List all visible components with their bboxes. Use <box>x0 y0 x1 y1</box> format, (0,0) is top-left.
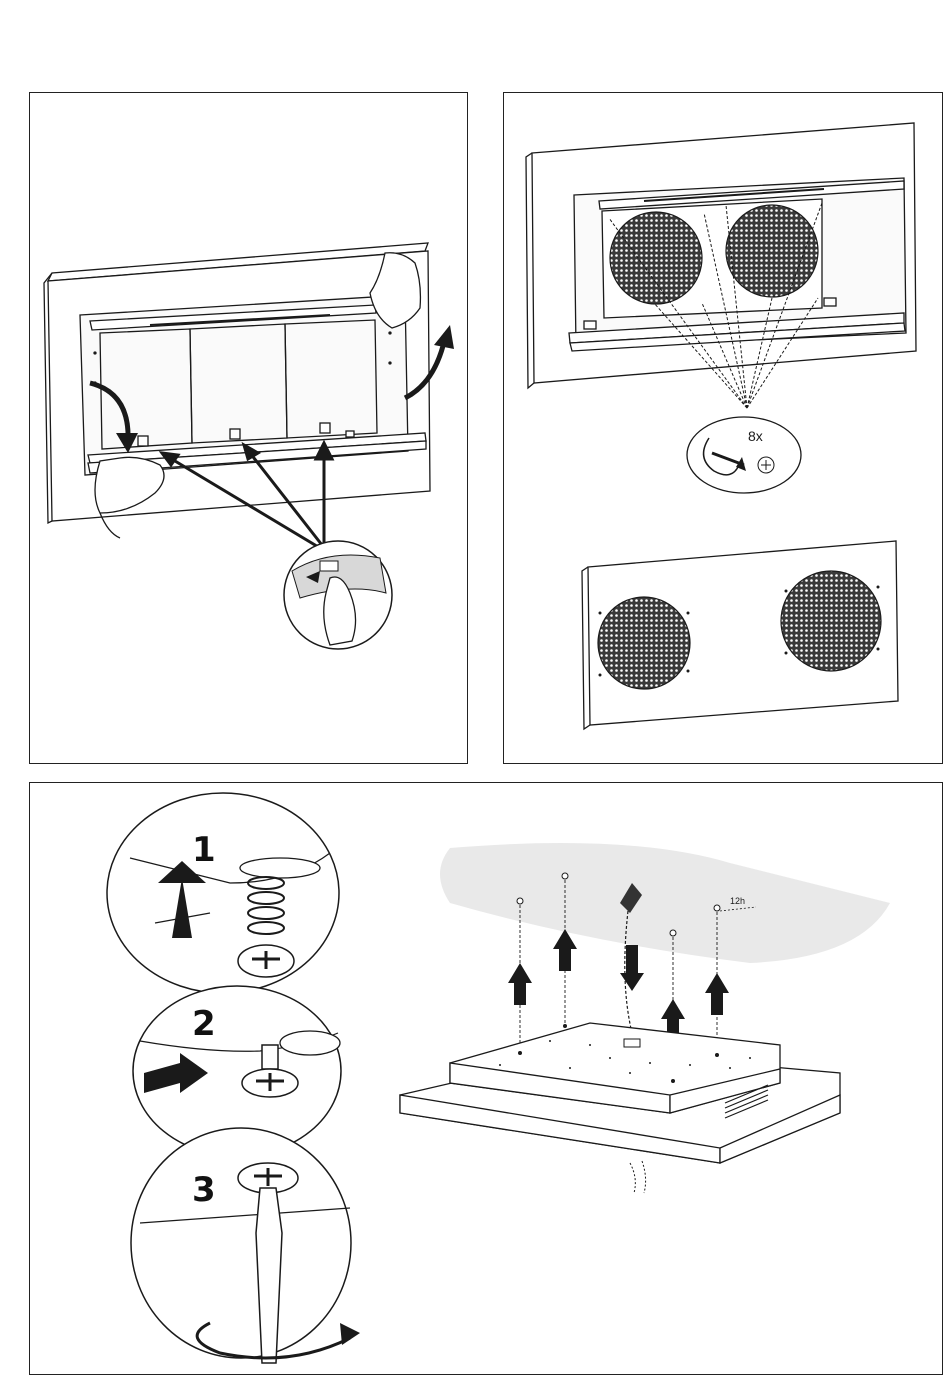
ceiling-surface <box>440 843 890 963</box>
fan-grille-illustration: 8x <box>504 93 944 765</box>
step-3-detail: 3 <box>131 1128 360 1363</box>
fan-grille-panel: 8x <box>503 92 943 764</box>
step-3-number: 3 <box>192 1170 216 1210</box>
filter-removal-illustration <box>30 93 469 765</box>
step-1-number: 1 <box>192 830 216 870</box>
ceiling-mount-illustration: 1 2 3 <box>30 783 944 1376</box>
ceiling-label: 12h <box>730 896 745 906</box>
ceiling-mount-panel: 1 2 3 <box>29 782 943 1375</box>
screw-count-label: 8x <box>748 428 763 444</box>
step-1-detail: 1 <box>107 793 339 993</box>
filter-removal-panel <box>29 92 468 764</box>
step-2-number: 2 <box>192 1004 216 1044</box>
